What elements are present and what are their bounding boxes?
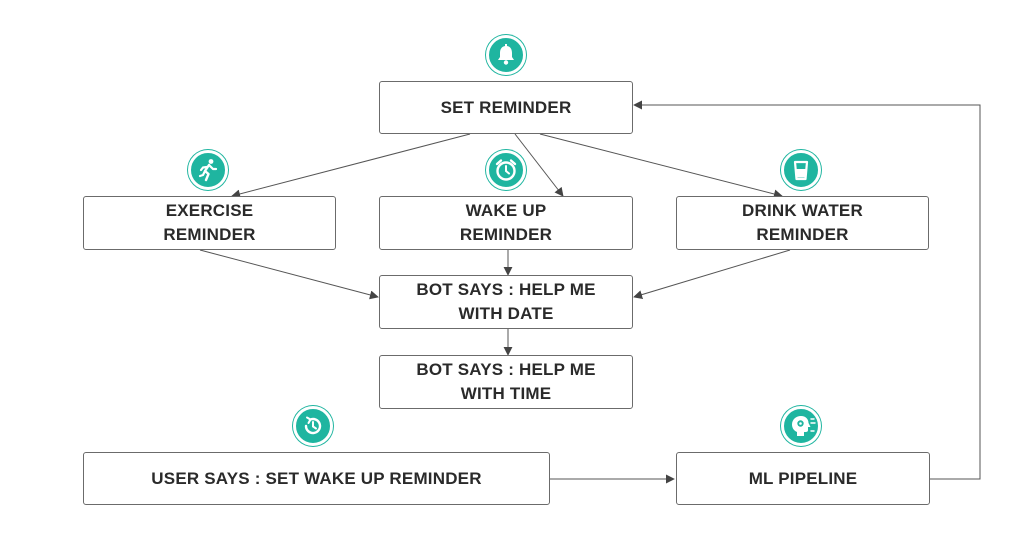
bell-icon — [486, 35, 526, 75]
node-bot-says-date: BOT SAYS : HELP ME WITH DATE — [379, 275, 633, 329]
edge-set-to-exercise — [231, 133, 471, 199]
node-user-says: USER SAYS : SET WAKE UP REMINDER — [83, 452, 550, 505]
node-exercise-reminder-label: EXERCISE REMINDER — [163, 201, 256, 244]
node-ml-pipeline-label: ML PIPELINE — [748, 468, 858, 488]
node-drink-water-reminder-label: DRINK WATER REMINDER — [742, 201, 863, 244]
node-exercise-reminder: EXERCISE REMINDER — [83, 196, 336, 250]
node-set-reminder-label: SET REMINDER — [440, 97, 572, 117]
node-drink-water-reminder: DRINK WATER REMINDER — [676, 196, 929, 250]
water-glass-icon — [781, 150, 821, 190]
node-bot-says-time-label: BOT SAYS : HELP ME WITH TIME — [416, 360, 596, 403]
edge-set-to-drink — [539, 133, 783, 199]
timer-icon — [293, 406, 333, 446]
node-user-says-label: USER SAYS : SET WAKE UP REMINDER — [151, 468, 482, 488]
node-bot-says-time: BOT SAYS : HELP ME WITH TIME — [379, 355, 633, 409]
node-wake-up-reminder: WAKE UP REMINDER — [379, 196, 633, 250]
edge-exercise-to-botdate — [199, 249, 379, 300]
node-ml-pipeline: ML PIPELINE — [676, 452, 930, 505]
edge-ml-to-set — [633, 100, 981, 480]
edge-drink-to-botdate — [633, 249, 791, 299]
alarm-clock-icon — [486, 150, 526, 190]
ai-head-icon — [781, 406, 821, 446]
edge-set-to-wakeup — [514, 133, 564, 197]
node-bot-says-date-label: BOT SAYS : HELP ME WITH DATE — [416, 280, 596, 323]
node-wake-up-reminder-label: WAKE UP REMINDER — [459, 201, 553, 244]
running-person-icon — [188, 150, 228, 190]
node-set-reminder: SET REMINDER — [379, 81, 633, 134]
